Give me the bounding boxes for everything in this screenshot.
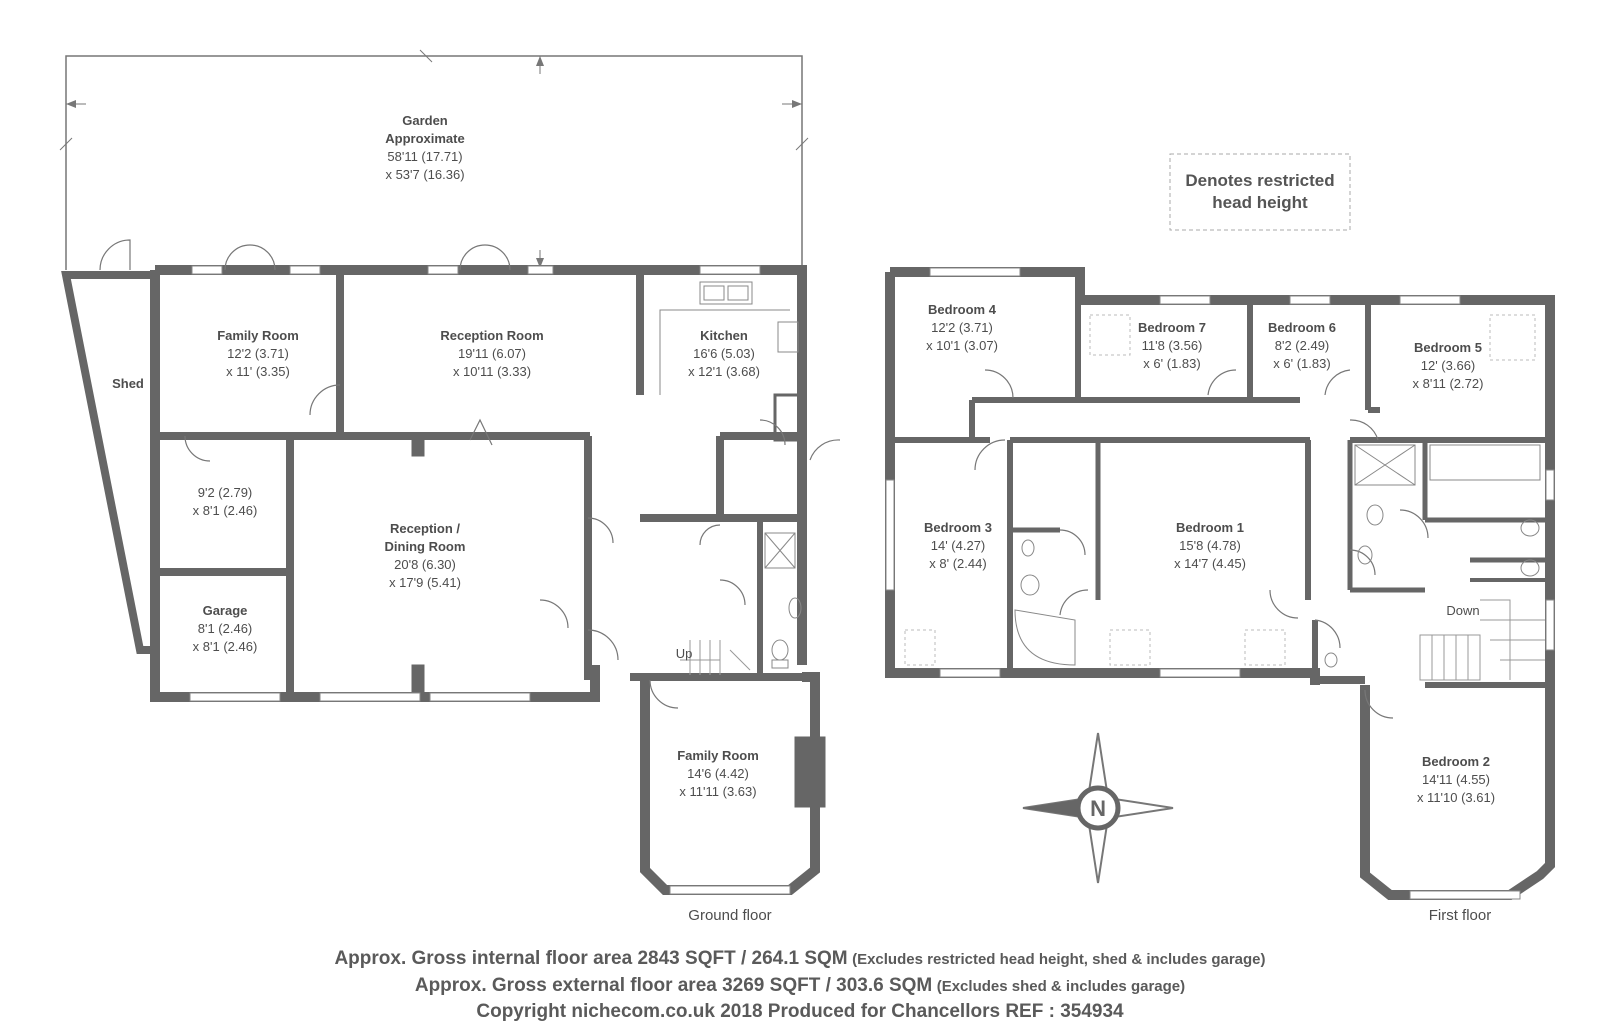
bedroom-3-dim2: x 8' (2.44) xyxy=(929,556,986,571)
reception-dining-dim2: x 17'9 (5.41) xyxy=(389,575,461,590)
compass-letter: N xyxy=(1090,796,1106,821)
first-floor-walls xyxy=(885,267,1555,900)
bedroom-3-name: Bedroom 3 xyxy=(924,520,992,535)
ground-floor-label: Ground floor xyxy=(688,907,771,924)
bedroom-4-dim2: x 10'1 (3.07) xyxy=(926,338,998,353)
legend-line-1: Denotes restricted xyxy=(1185,171,1334,190)
bedroom-5-dim2: x 8'11 (2.72) xyxy=(1413,376,1484,391)
reception-dining-name2: Dining Room xyxy=(385,539,466,554)
footer-copyright: Copyright nichecom.co.uk 2018 Produced f… xyxy=(476,1001,1124,1022)
bedroom-1-name: Bedroom 1 xyxy=(1176,520,1244,535)
kitchen-dim1: 16'6 (5.03) xyxy=(693,346,755,361)
bedroom-2-dim2: x 11'10 (3.61) xyxy=(1417,790,1495,805)
bedroom-6-dim1: 8'2 (2.49) xyxy=(1275,338,1330,353)
garden-dim1: 58'11 (17.71) xyxy=(387,149,462,164)
ground-stairs-label: Up xyxy=(676,646,693,661)
kitchen-fittings xyxy=(659,281,799,395)
ground-floor-windows xyxy=(189,265,791,895)
family-room-2-name: Family Room xyxy=(677,748,759,763)
family-room-2-dim2: x 11'11 (3.63) xyxy=(679,784,756,799)
bedroom-2-dim1: 14'11 (4.55) xyxy=(1422,772,1490,787)
utility-dim2: x 8'1 (2.46) xyxy=(193,503,258,518)
garden-label: Garden xyxy=(402,113,448,128)
family-room-1-dim2: x 11' (3.35) xyxy=(226,364,290,379)
bedroom-5-name: Bedroom 5 xyxy=(1414,340,1482,355)
bedroom-7-dim1: 11'8 (3.56) xyxy=(1142,338,1203,353)
restricted-height-areas xyxy=(904,314,1536,666)
footer-internal-area: Approx. Gross internal floor area 2843 S… xyxy=(0,948,1600,970)
bedroom-6-dim2: x 6' (1.83) xyxy=(1273,356,1330,371)
compass-icon: N xyxy=(1022,732,1174,884)
family-room-2-dim1: 14'6 (4.42) xyxy=(687,766,749,781)
bedroom-6-name: Bedroom 6 xyxy=(1268,320,1336,335)
external-area-text: Approx. Gross external floor area 3269 S… xyxy=(414,975,933,996)
internal-area-text: Approx. Gross internal floor area 2843 S… xyxy=(334,948,848,969)
ground-floor-doors xyxy=(99,239,841,709)
bedroom-1-dim2: x 14'7 (4.45) xyxy=(1174,556,1246,571)
garden-dim2: x 53'7 (16.36) xyxy=(385,167,464,182)
external-area-note: (Excludes shed & includes garage) xyxy=(936,978,1186,995)
bedroom-4-name: Bedroom 4 xyxy=(928,302,997,317)
floor-plan: Garden Approximate 58'11 (17.71) x 53'7 … xyxy=(59,49,1555,924)
family-room-1-dim1: 12'2 (3.71) xyxy=(227,346,289,361)
garden-sublabel: Approximate xyxy=(385,131,464,146)
bedroom-2-name: Bedroom 2 xyxy=(1422,754,1490,769)
first-floor-windows xyxy=(885,267,1555,900)
reception-room-dim2: x 10'11 (3.33) xyxy=(453,364,531,379)
reception-dining-name1: Reception / xyxy=(390,521,460,536)
restricted-height-legend-box xyxy=(1169,153,1351,231)
first-floor-bath-fittings xyxy=(1014,444,1541,668)
reception-dining-dim1: 20'8 (6.30) xyxy=(394,557,456,572)
bedroom-7-dim2: x 6' (1.83) xyxy=(1143,356,1200,371)
bedroom-5-dim1: 12' (3.66) xyxy=(1421,358,1476,373)
legend-line-2: head height xyxy=(1212,193,1308,212)
bedroom-1-dim1: 15'8 (4.78) xyxy=(1179,538,1241,553)
internal-area-note: (Excludes restricted head height, shed &… xyxy=(852,951,1266,968)
utility-dim1: 9'2 (2.79) xyxy=(198,485,253,500)
kitchen-dim2: x 12'1 (3.68) xyxy=(688,364,760,379)
bedroom-4-dim1: 12'2 (3.71) xyxy=(931,320,993,335)
ground-floor-walls xyxy=(61,265,826,895)
garden-area xyxy=(59,49,809,270)
first-floor-doors xyxy=(974,369,1429,719)
ground-wc-fittings xyxy=(764,532,802,669)
first-floor-stairs xyxy=(1419,599,1545,681)
first-floor-stairs-label: Down xyxy=(1446,603,1479,618)
garage-name: Garage xyxy=(203,603,248,618)
footer-external-area: Approx. Gross external floor area 3269 S… xyxy=(0,975,1600,997)
family-room-1-name: Family Room xyxy=(217,328,299,343)
reception-room-dim1: 19'11 (6.07) xyxy=(458,346,526,361)
kitchen-name: Kitchen xyxy=(700,328,748,343)
shed-label: Shed xyxy=(112,376,144,391)
bedroom-7-name: Bedroom 7 xyxy=(1138,320,1206,335)
first-floor-label: First floor xyxy=(1429,907,1492,924)
ground-stairs xyxy=(680,640,751,675)
bedroom-3-dim1: 14' (4.27) xyxy=(931,538,986,553)
garage-dim2: x 8'1 (2.46) xyxy=(193,639,258,654)
reception-room-name: Reception Room xyxy=(440,328,543,343)
garage-dim1: 8'1 (2.46) xyxy=(198,621,253,636)
